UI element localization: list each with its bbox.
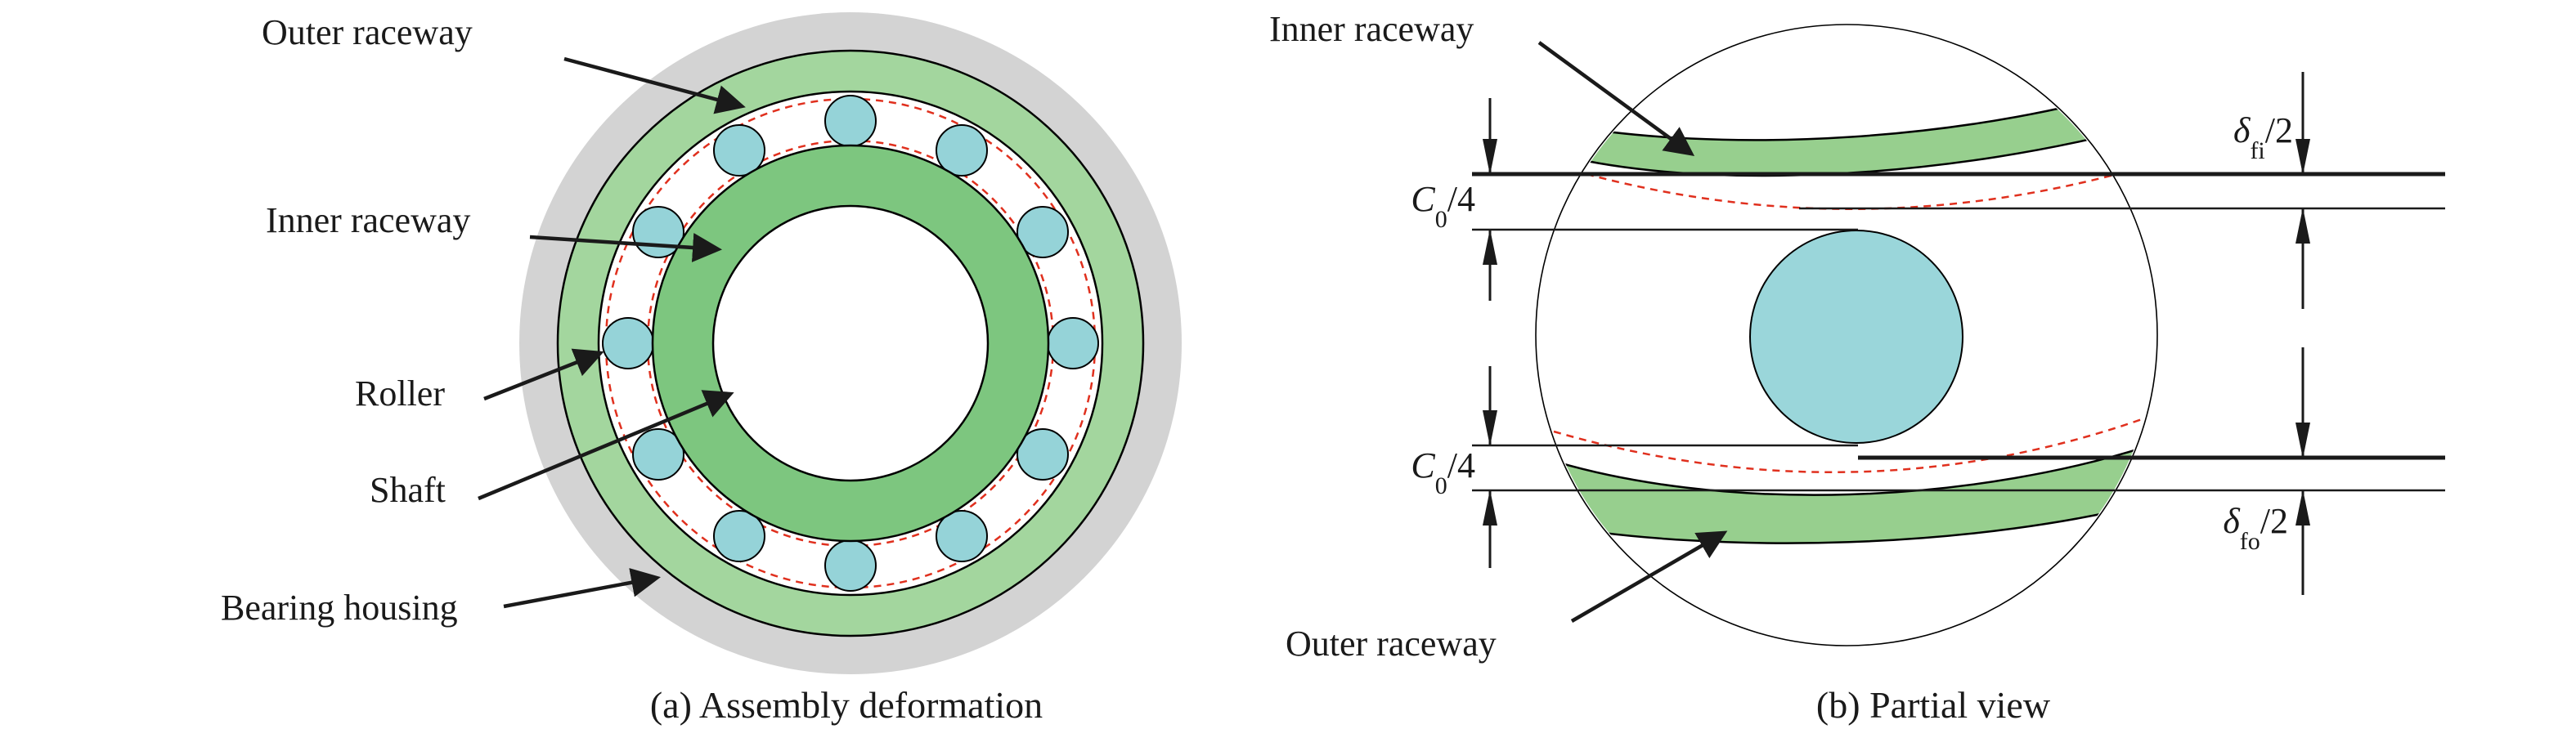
delta-fi-suffix: /2: [2264, 110, 2293, 150]
c0-symbol: C: [1411, 445, 1435, 485]
delta-fo-suffix: /2: [2260, 501, 2288, 541]
inner-raceway-arrow-b: [1537, 41, 1695, 156]
roller: [936, 124, 988, 177]
c0-symbol: C: [1411, 179, 1435, 219]
bearing-housing-arrow: [503, 568, 661, 609]
shaft-arrow: [478, 390, 734, 501]
label-roller: Roller: [355, 373, 445, 414]
label-bearing-housing: Bearing housing: [221, 588, 458, 628]
roller: [602, 317, 654, 369]
figure-a-leader-arrows: [478, 56, 746, 609]
roller: [713, 124, 765, 177]
label-delta-fo-half: δfo/2: [2223, 501, 2288, 553]
roller: [713, 510, 765, 562]
c0-suffix: /4: [1447, 445, 1475, 485]
roller-arrow: [483, 348, 604, 401]
roller: [1047, 317, 1099, 369]
roller: [936, 510, 988, 562]
inner-raceway-arrow: [529, 233, 723, 262]
outer-raceway-arrow: [563, 56, 746, 114]
outer-raceway-arrow-b: [1570, 530, 1728, 623]
label-shaft: Shaft: [370, 470, 446, 510]
roller: [824, 95, 877, 147]
roller-detail: [1749, 230, 1963, 444]
label-c0-quarter-upper: C0/4: [1411, 179, 1475, 231]
label-delta-fi-half: δfi/2: [2233, 110, 2293, 163]
figure-b-partial-view: [1472, 24, 2445, 646]
roller: [632, 428, 684, 481]
label-inner-raceway-b: Inner raceway: [1269, 9, 1474, 49]
roller: [1016, 428, 1069, 481]
figure-a-bearing: [478, 12, 1182, 674]
shaft-bore: [711, 204, 990, 482]
caption-figure-a: (a) Assembly deformation: [649, 684, 1043, 726]
caption-figure-b: (b) Partial view: [1815, 684, 2051, 726]
c0-subscript: 0: [1434, 205, 1447, 233]
delta-fi-symbol: δ: [2233, 110, 2251, 150]
c0-suffix: /4: [1447, 179, 1475, 219]
delta-fo-subscript: fo: [2239, 527, 2260, 555]
delta-fo-symbol: δ: [2223, 501, 2240, 541]
figure-b-leader-arrows: [1537, 41, 1728, 623]
c0-subscript: 0: [1434, 472, 1447, 499]
rollers: [602, 95, 1099, 592]
label-outer-raceway-a: Outer raceway: [262, 12, 473, 52]
undeformed-outer-raceway-dashed: [1553, 417, 2145, 474]
label-outer-raceway-b: Outer raceway: [1286, 624, 1497, 664]
reference-lines: [1472, 172, 2445, 492]
label-inner-raceway-a: Inner raceway: [266, 200, 471, 240]
roller: [824, 539, 877, 592]
label-c0-quarter-lower: C0/4: [1411, 445, 1475, 498]
roller: [1016, 206, 1069, 258]
delta-fi-subscript: fi: [2250, 136, 2265, 164]
